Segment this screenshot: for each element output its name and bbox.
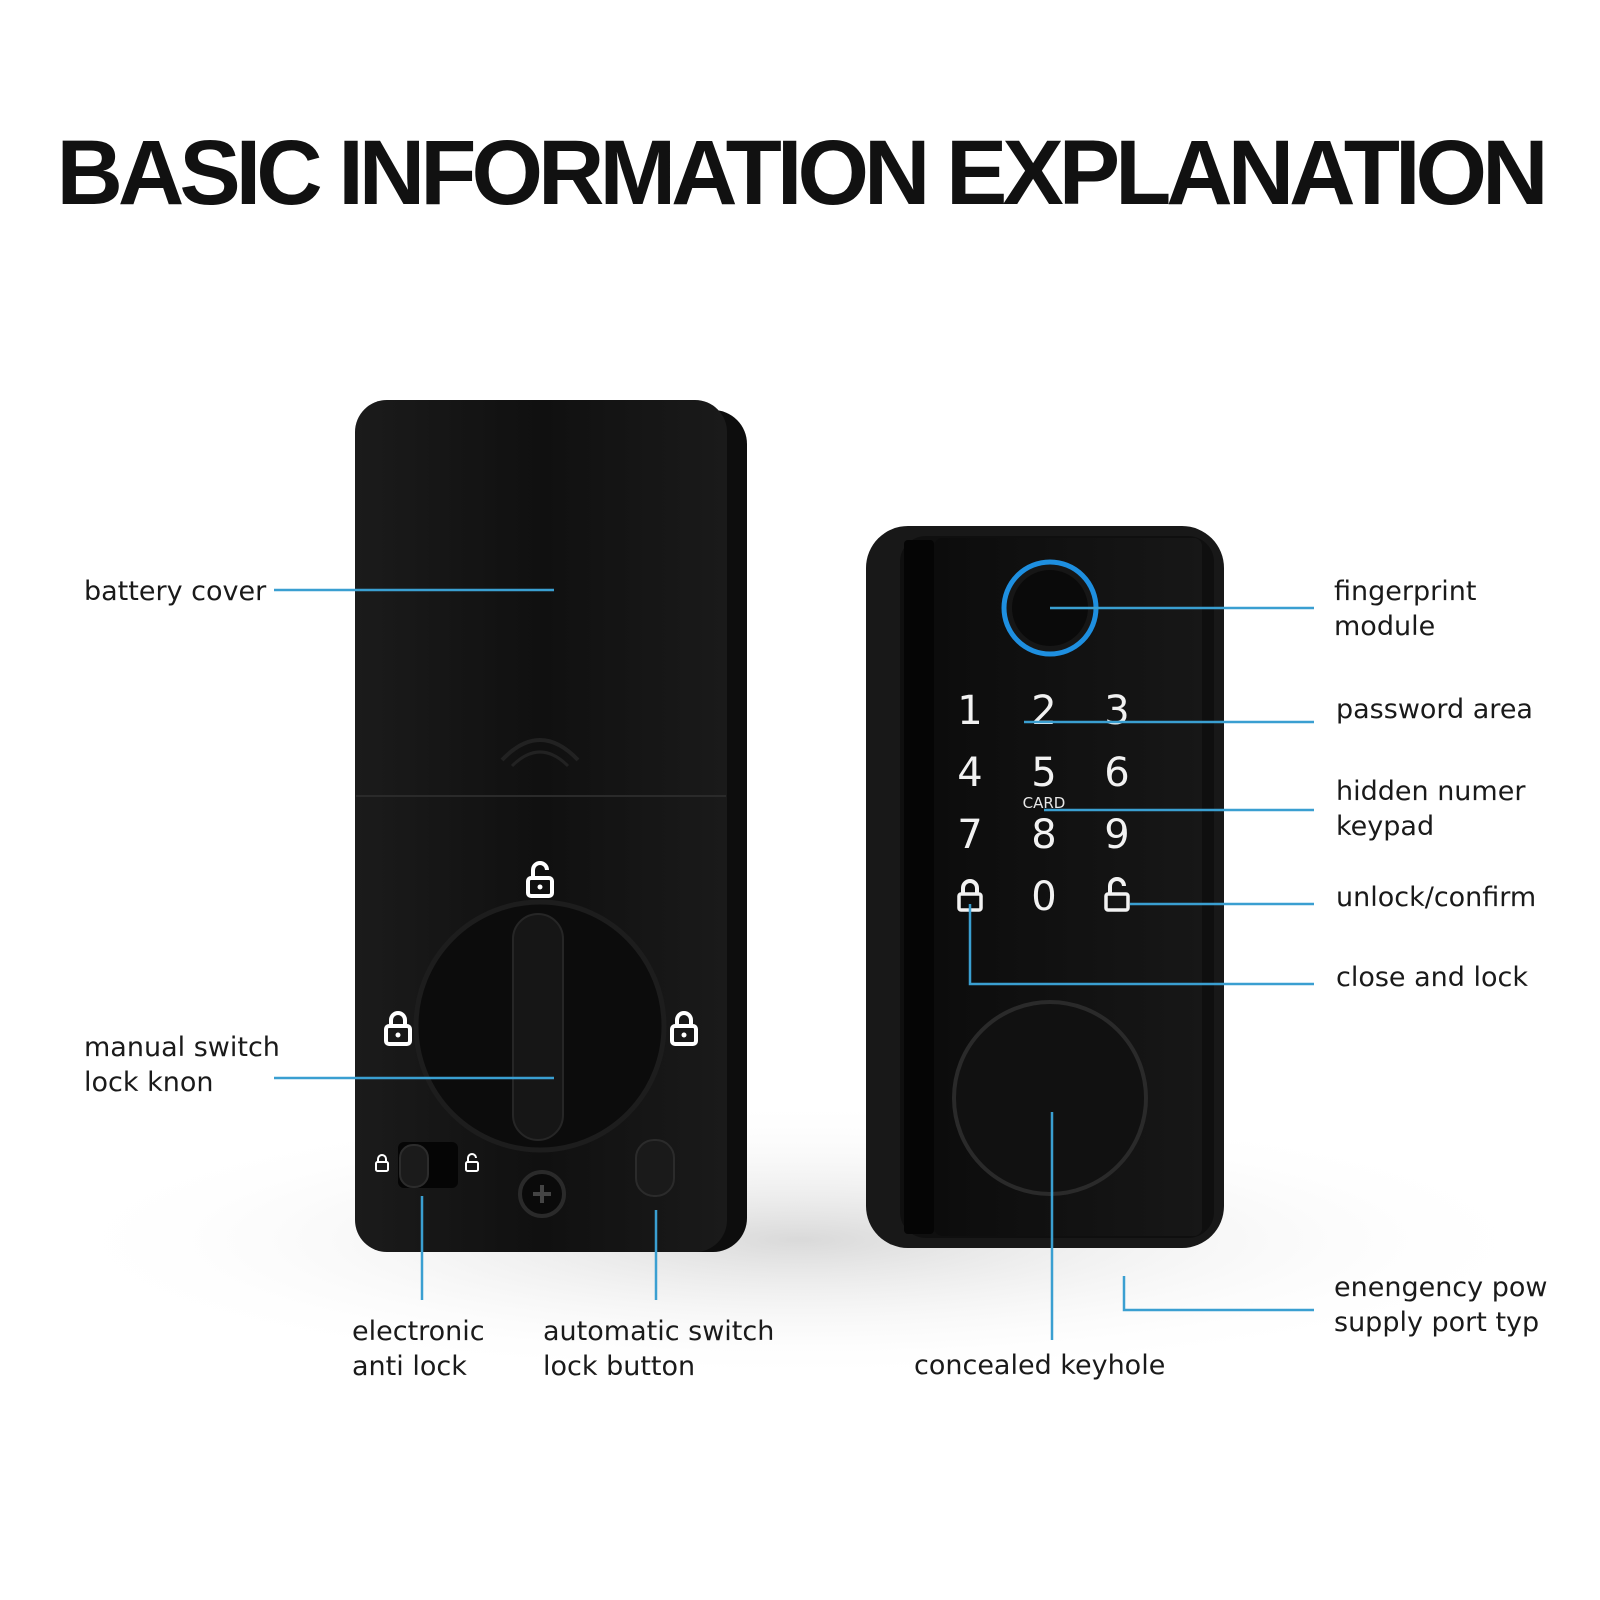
label-manual-switch: manual switch lock knon: [84, 1032, 280, 1098]
label-battery-cover: battery cover: [84, 576, 267, 607]
label-electronic-anti-lock: electronic anti lock: [352, 1316, 485, 1382]
leader-emergency-port: [1122, 1276, 1314, 1312]
label-close-and-lock: close and lock: [1336, 962, 1529, 993]
keyhole-cover: [952, 1000, 1148, 1196]
leader-close-and-lock: [968, 904, 1314, 986]
floor-shadow: [40, 1100, 1560, 1380]
key-7: 7: [957, 812, 982, 858]
lock-open-icon: [1104, 877, 1130, 912]
label-emergency-port: enengency pow supply port typ: [1334, 1272, 1548, 1338]
key-3: 3: [1104, 688, 1129, 734]
key-4: 4: [957, 750, 982, 796]
card-label: CARD: [1023, 794, 1066, 812]
interior-unit: [355, 400, 747, 1252]
key-6: 6: [1104, 750, 1129, 796]
label-password-area: password area: [1336, 694, 1533, 725]
lock-closed-icon: [670, 1011, 698, 1046]
keypad: 1 2 3 4 5 6 7 8 9 0: [957, 688, 1129, 920]
label-hidden-keypad: hidden numer keypad: [1336, 776, 1526, 842]
auto-lock-button: [635, 1139, 675, 1197]
lock-closed-icon: [384, 1011, 412, 1046]
exterior-unit: 1 2 3 4 5 6 7 8 9 0 CARD: [866, 526, 1224, 1248]
page-title: BASIC INFORMATION EXPLANATION: [56, 122, 1548, 224]
key-0: 0: [1031, 874, 1056, 920]
key-2: 2: [1031, 688, 1056, 734]
lock-open-icon: [526, 861, 554, 898]
label-fingerprint-module: fingerprint module: [1334, 576, 1477, 642]
label-unlock-confirm: unlock/confirm: [1336, 882, 1537, 913]
lock-closed-icon: [375, 1154, 389, 1172]
label-automatic-switch: automatic switch lock button: [543, 1316, 775, 1382]
lock-open-icon: [465, 1153, 479, 1172]
leader-lines: [274, 588, 1314, 1340]
key-5: 5: [1031, 750, 1056, 796]
label-concealed-keyhole: concealed keyhole: [914, 1350, 1166, 1381]
screw-icon: [518, 1170, 566, 1218]
key-8: 8: [1031, 812, 1056, 858]
key-1: 1: [957, 688, 982, 734]
key-9: 9: [1104, 812, 1129, 858]
